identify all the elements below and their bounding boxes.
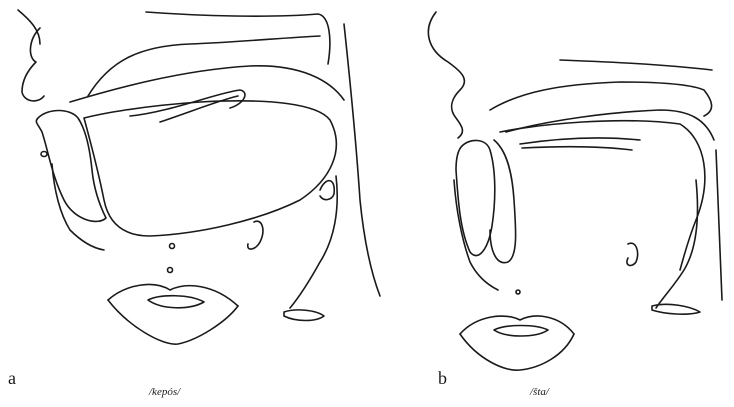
panel-b-velum — [520, 138, 640, 144]
panel-b-pharynx-back — [716, 150, 722, 300]
panel-b-upper-incisor — [456, 140, 495, 255]
panel-b-lower-lip — [460, 334, 574, 370]
panel-b-caption: /šta/ — [530, 386, 549, 398]
panel-a-letter: a — [8, 368, 16, 389]
panel-b-dot — [516, 290, 520, 294]
panel-b-skull-outline — [560, 60, 712, 70]
panel-b-pharynx-front — [656, 180, 698, 308]
panel-b-larynx — [652, 304, 700, 314]
panel-b-lip-opening — [494, 326, 548, 337]
panel-b-lower-jaw — [454, 180, 498, 290]
panel-b-face-profile — [428, 12, 464, 138]
panel-a-caption: /kepós/ — [149, 386, 180, 398]
panel-b-velum-inner — [522, 147, 632, 150]
panel-b-letter: b — [438, 368, 447, 389]
panel-b-hyoid — [627, 243, 638, 265]
